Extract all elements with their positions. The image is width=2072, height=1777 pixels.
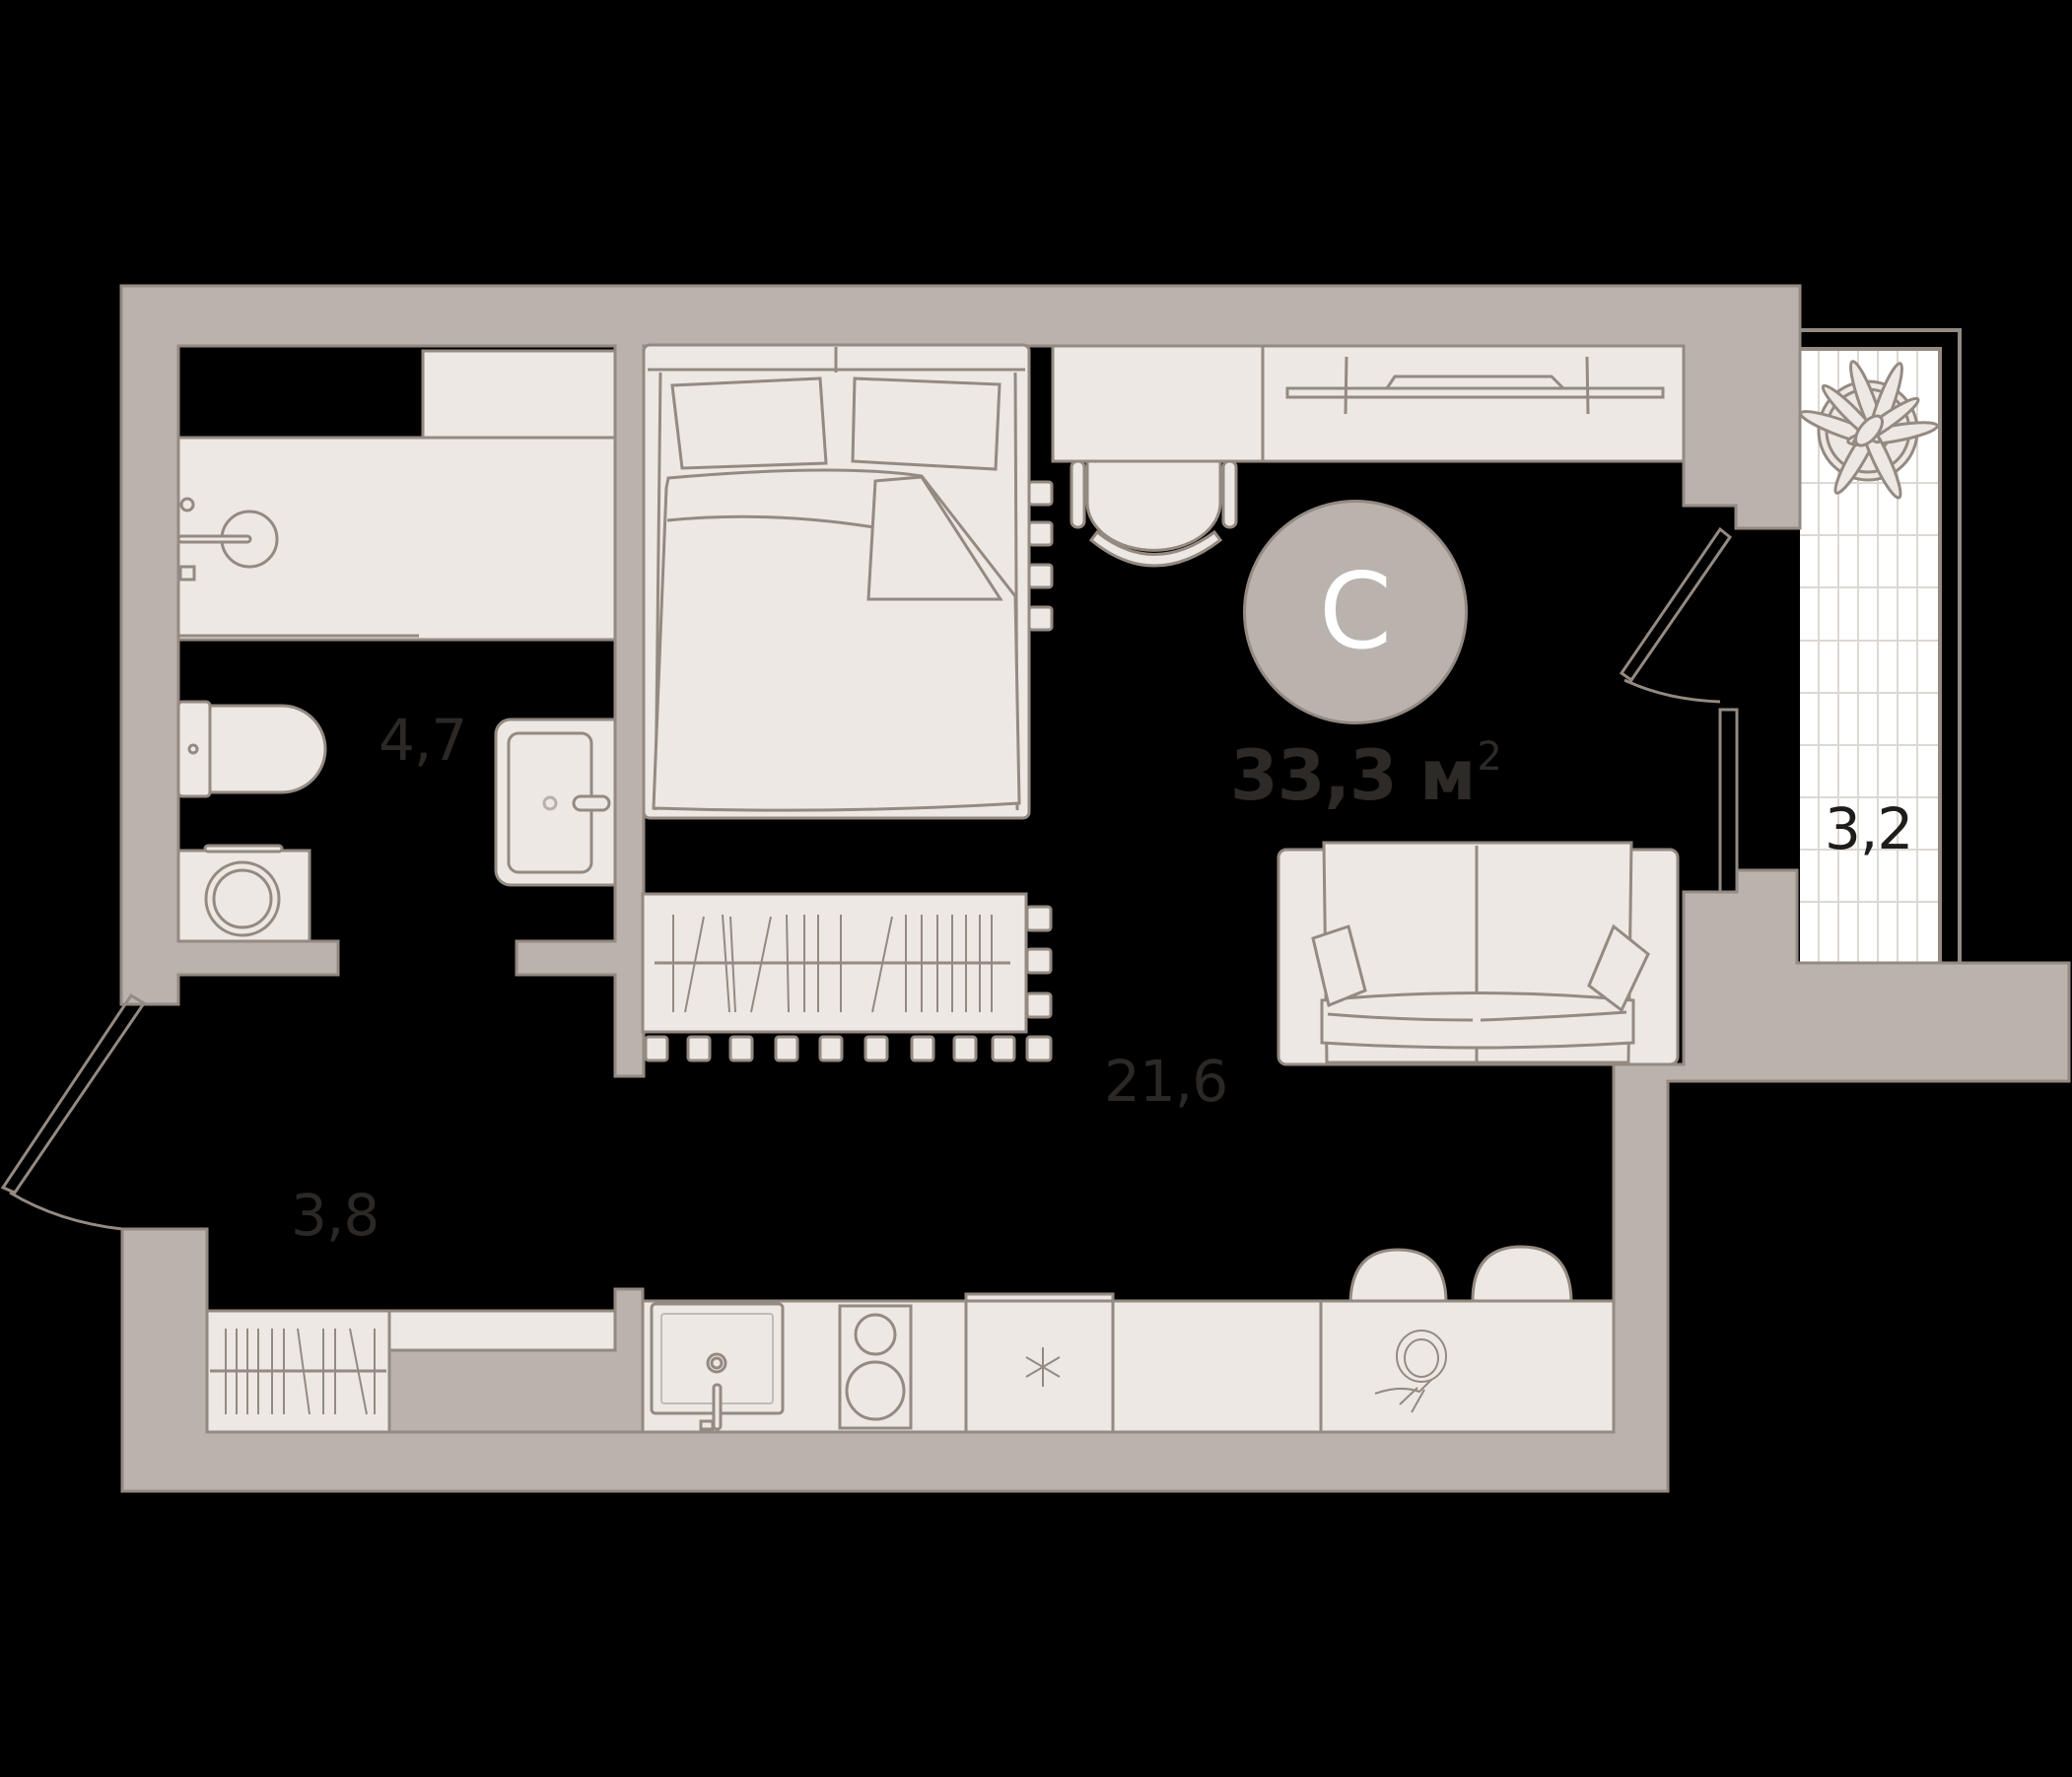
apartment-type-badge: C — [1243, 500, 1468, 724]
cooktop — [838, 1304, 913, 1430]
room-area-living: 21,6 — [1104, 1048, 1228, 1115]
room-area-bathroom: 4,7 — [379, 707, 467, 774]
fridge-snowflake-icon — [1025, 1347, 1061, 1387]
wardrobe-middle — [641, 892, 1028, 1034]
bed — [642, 343, 1031, 820]
sofa — [1277, 841, 1680, 1066]
total-area-value: 33,3 — [1230, 735, 1398, 816]
washbasin — [494, 718, 617, 887]
total-area: 33,3 м2 — [1230, 737, 1502, 810]
bathtub — [176, 349, 617, 642]
hallway-wardrobe — [205, 1309, 617, 1434]
desk-tv-unit — [1051, 344, 1686, 463]
bar-stools — [1348, 1245, 1573, 1303]
kitchen-counter — [641, 1292, 1616, 1434]
total-area-unit: м — [1419, 735, 1476, 816]
room-area-hallway: 3,8 — [291, 1182, 380, 1249]
washing-machine — [176, 844, 311, 943]
plant-icon — [1799, 360, 1939, 500]
desk-chair — [1070, 459, 1238, 568]
nightstand-hooks — [1027, 480, 1054, 632]
entry-door[interactable] — [0, 992, 147, 1231]
kitchen-sink — [650, 1302, 785, 1431]
room-area-balcony: 3,2 — [1825, 795, 1913, 862]
dishwasher-icon — [1374, 1330, 1447, 1413]
apartment-type-letter: C — [1318, 551, 1392, 672]
total-area-unit-exponent: 2 — [1477, 734, 1501, 780]
toilet — [176, 700, 327, 798]
balcony-door[interactable] — [1619, 526, 1733, 704]
wardrobe-hooks — [644, 905, 1053, 1062]
